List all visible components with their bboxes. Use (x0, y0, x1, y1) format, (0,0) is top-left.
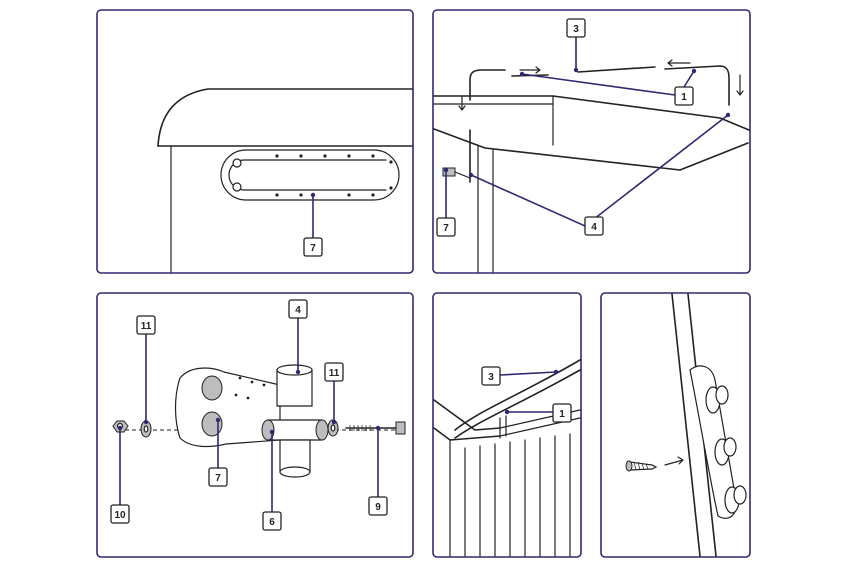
callout-11: 11 (324, 362, 344, 382)
svg-text:11: 11 (329, 368, 340, 379)
callout-1: 1 (674, 86, 694, 106)
svg-text:1: 1 (681, 92, 687, 103)
svg-text:7: 7 (443, 223, 449, 234)
callout-10: 10 (110, 504, 130, 524)
callout-7: 7 (208, 467, 228, 487)
callout-6: 6 (262, 511, 282, 531)
svg-text:4: 4 (295, 305, 301, 316)
callout-7: 7 (436, 217, 456, 237)
svg-text:3: 3 (488, 372, 494, 383)
screw-icon (625, 460, 658, 472)
svg-text:11: 11 (141, 321, 152, 332)
svg-text:1: 1 (559, 409, 565, 420)
callout-4: 4 (288, 299, 308, 319)
svg-text:4: 4 (591, 222, 597, 233)
callout-1: 1 (552, 403, 572, 423)
svg-text:9: 9 (375, 502, 381, 513)
svg-text:3: 3 (573, 24, 579, 35)
knob-bottom (724, 485, 747, 514)
svg-text:10: 10 (114, 510, 126, 521)
callout-9: 9 (368, 496, 388, 516)
panel-5-screw-detail (600, 292, 751, 558)
knob-middle (714, 437, 737, 466)
panel-4-rail-detail: 3 1 (432, 292, 582, 558)
callout-3: 3 (481, 366, 501, 386)
callout-4: 4 (584, 216, 604, 236)
svg-text:6: 6 (269, 517, 275, 528)
callout-7: 7 (303, 237, 323, 257)
callout-3: 3 (566, 18, 586, 38)
knob-top (705, 385, 729, 414)
panel-1-wall-plate: 7 (96, 9, 414, 274)
svg-text:7: 7 (215, 473, 221, 484)
svg-text:7: 7 (310, 243, 316, 254)
panel-3-t-connector: 11 4 11 10 7 6 9 (96, 292, 414, 558)
panel-2-top-rail: 3 1 4 7 (432, 9, 751, 274)
callout-11: 11 (136, 315, 156, 335)
